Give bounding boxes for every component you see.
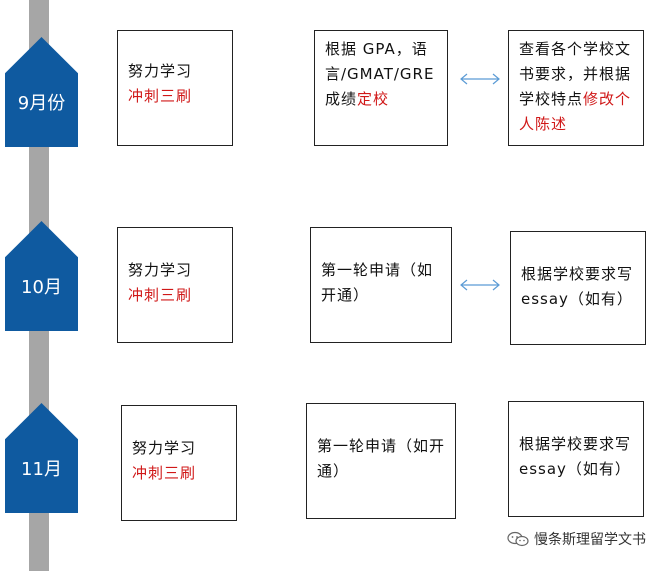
month-label: 11月 [21, 459, 62, 480]
documents-box: 查看各个学校文书要求，并根据学校特点修改个人陈述 [508, 30, 644, 146]
watermark-text: 慢条斯理留学文书 [534, 532, 646, 548]
study-text: 努力学习 [128, 62, 193, 80]
school-selection-box: 根据 GPA，语言/GMAT/GRE 成绩定校 [314, 30, 448, 146]
step-highlight: 定校 [357, 90, 390, 108]
month-badge-september: 9月份 [5, 37, 78, 147]
essay-box: 根据学校要求写 essay（如有） [508, 401, 644, 517]
wechat-icon [507, 531, 529, 547]
docs-text: 查看各个学校文书要求，并根据学校特点 [519, 40, 632, 108]
docs-text: 根据学校要求写 essay（如有） [521, 265, 634, 308]
study-highlight: 冲刺三刷 [128, 286, 193, 304]
step-text: 第一轮申请（如开通） [321, 261, 434, 304]
study-box: 努力学习 冲刺三刷 [117, 30, 233, 146]
study-highlight: 冲刺三刷 [128, 87, 193, 105]
study-box: 努力学习 冲刺三刷 [121, 405, 237, 521]
study-text: 努力学习 [128, 261, 193, 279]
study-highlight: 冲刺三刷 [132, 464, 197, 482]
docs-text: 根据学校要求写 essay（如有） [519, 435, 632, 478]
double-arrow-icon [460, 279, 500, 291]
month-badge-november: 11月 [5, 403, 78, 513]
step-text: 第一轮申请（如开通） [317, 437, 446, 480]
essay-box: 根据学校要求写 essay（如有） [510, 231, 646, 345]
step-text: 根据 GPA，语言/GMAT/GRE 成绩 [325, 40, 435, 108]
study-text: 努力学习 [132, 439, 197, 457]
docs-highlight: 修改个人陈述 [519, 90, 632, 133]
study-box: 努力学习 冲刺三刷 [117, 227, 233, 343]
month-label: 9月份 [17, 93, 66, 114]
month-label: 10月 [21, 277, 62, 298]
watermark: 慢条斯理留学文书 [507, 529, 646, 549]
double-arrow-icon [460, 73, 500, 85]
first-round-application-box: 第一轮申请（如开通） [306, 403, 456, 519]
first-round-application-box: 第一轮申请（如开通） [310, 227, 452, 343]
month-badge-october: 10月 [5, 221, 78, 331]
